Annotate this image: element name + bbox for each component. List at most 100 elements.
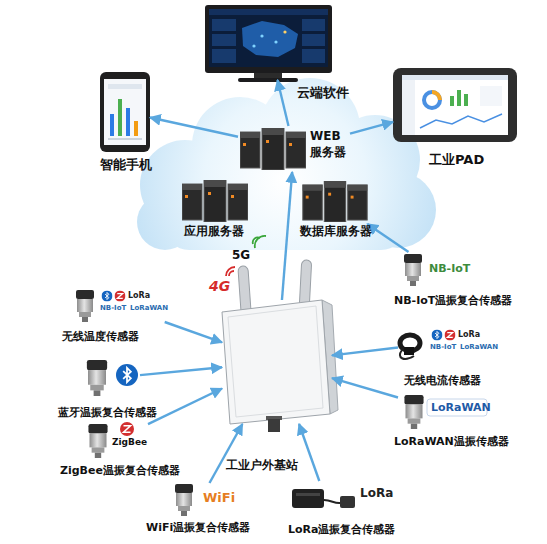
monitor-icon [205, 5, 332, 73]
device-node: 工业PAD [393, 68, 517, 142]
tablet-icon [457, 90, 461, 106]
device-label: 智能手机 [100, 157, 152, 174]
device-label: WiFi温振复合传感器 [146, 521, 250, 535]
server-icons [240, 128, 306, 170]
device-node: 数据库服务器 [300, 180, 370, 224]
server-icons [182, 128, 367, 222]
device-label: ZigBee温振复合传感器 [60, 464, 180, 478]
monitor-icon [242, 21, 298, 57]
device-node: 工业户外基站 [222, 300, 332, 424]
logo-text: ZigBee [112, 438, 147, 447]
device-node: 云端软件 [205, 5, 332, 80]
base-station [222, 300, 330, 424]
logo-text: 4G [209, 279, 230, 293]
monitor-icon [238, 78, 298, 82]
logo-text: LoRa [458, 331, 480, 339]
sensor-icons [175, 484, 193, 516]
monitor-icon [252, 44, 255, 47]
cloud-shape [137, 78, 436, 250]
sensor-icons [296, 493, 320, 496]
tablet-icon [402, 75, 508, 80]
cloud-shape [165, 165, 405, 250]
tablet-icon [402, 80, 415, 135]
sensor-icons [88, 424, 107, 458]
device-node: LoRa温振复合传感器 [290, 481, 360, 513]
device-node: 应用服务器 [180, 178, 250, 224]
network-badges [229, 271, 234, 276]
arrow-connector [140, 367, 222, 375]
smartphone-icon [100, 72, 150, 152]
protocol-logos [116, 364, 138, 386]
monitor-icon [212, 19, 236, 31]
sensor-icons [292, 489, 324, 508]
logo-text: LoRa [128, 292, 150, 300]
device-label: 数据库服务器 [300, 224, 372, 240]
device-node: 蓝牙温振复合传感器 [80, 358, 140, 398]
arrow-connector [367, 224, 408, 252]
arrow-connector [209, 424, 242, 483]
monitor-icon [212, 34, 236, 46]
logo-text: NB-IoT [429, 263, 470, 274]
sensor-icons [324, 500, 341, 503]
tablet-icon [402, 75, 508, 135]
smartphone-icon [104, 79, 146, 145]
arrow-connector [332, 348, 398, 356]
server-icons [303, 181, 367, 222]
server-icons [182, 180, 248, 222]
protocol-logos [102, 291, 113, 302]
network-badges [226, 267, 235, 276]
base-station [228, 306, 323, 417]
device-label: NB-IoT温振复合传感器 [394, 294, 512, 308]
tablet-icon [480, 86, 502, 106]
tablet-icon [464, 94, 468, 106]
device-label: 无线温度传感器 [62, 330, 139, 344]
protocol-logos [102, 291, 488, 437]
sensor-icons [340, 496, 355, 508]
tablet-icon [420, 114, 502, 128]
arrow-connector [282, 172, 292, 300]
connector-group [140, 80, 409, 483]
arrow-connector [277, 80, 288, 126]
monitor-icon [274, 40, 277, 43]
monitor-icon [209, 9, 328, 15]
tablet-icon [432, 92, 440, 100]
logo-text: LoRa [360, 487, 393, 499]
sensor-icons [404, 254, 422, 286]
sensor-icons [404, 347, 414, 355]
device-label: 无线电流传感器 [404, 374, 481, 388]
sensor-icons [400, 350, 414, 359]
device-label: LoRaWAN温振传感器 [394, 435, 509, 449]
sensor-icons [404, 395, 423, 429]
monitor-icon [283, 30, 286, 33]
device-label: WEB 服务器 [310, 129, 352, 160]
arrow-connector [150, 117, 238, 136]
smartphone-icon [110, 114, 114, 136]
device-label: 应用服务器 [184, 224, 244, 240]
monitor-icon [209, 9, 328, 67]
monitor-icon [212, 49, 236, 63]
network-badges [255, 236, 266, 248]
logo-text: NB-IoT [430, 344, 456, 351]
monitor-icon [260, 34, 263, 37]
smartphone-icon [108, 138, 142, 140]
tablet-icon [424, 92, 440, 108]
smartphone-icon [134, 121, 138, 136]
protocol-logos [115, 291, 126, 302]
protocol-logos [432, 330, 443, 341]
device-label: 云端软件 [297, 85, 349, 102]
logo-text: LoRaWAN [460, 344, 498, 351]
logo-text: LoRaWAN [431, 402, 491, 413]
tablet-icon [393, 68, 517, 142]
base-station [222, 260, 338, 432]
arrow-connector [332, 378, 398, 397]
device-node: 智能手机 [100, 72, 150, 152]
monitor-icon [302, 19, 325, 31]
base-station [268, 419, 280, 432]
arrow-connector [299, 424, 319, 481]
smartphone-icon [118, 99, 122, 136]
smartphone-icon [126, 108, 130, 136]
monitor-icon [302, 49, 325, 63]
device-label: 工业PAD [429, 152, 484, 169]
